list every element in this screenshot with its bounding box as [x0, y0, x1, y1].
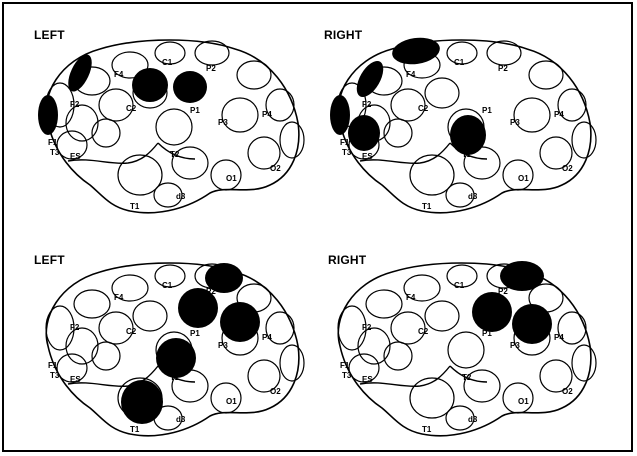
label-d3: d3: [468, 192, 478, 201]
label-p1: P1: [190, 106, 200, 115]
label-p1: P1: [190, 329, 200, 338]
label-t2: T2: [462, 150, 472, 159]
label-t1: T1: [422, 425, 432, 434]
label-c2: C2: [126, 104, 137, 113]
label-o2: O2: [270, 164, 281, 173]
label-t3: T3: [342, 371, 352, 380]
label-c2: C2: [418, 104, 429, 113]
label-o1: O1: [518, 397, 529, 406]
brain-outline: [338, 263, 591, 436]
label-p1: P1: [482, 106, 492, 115]
label-t2: T2: [170, 373, 180, 382]
label-f1: F1: [340, 138, 350, 147]
label-o2: O2: [562, 387, 573, 396]
label-f1: F1: [340, 361, 350, 370]
label-p4: P4: [262, 110, 272, 119]
label-c1: C1: [454, 58, 465, 67]
label-t2: T2: [170, 150, 180, 159]
label-p4: P4: [262, 333, 272, 342]
label-f2: F2: [362, 100, 372, 109]
label-p3: P3: [218, 118, 228, 127]
label-f4: F4: [406, 70, 416, 79]
label-c2: C2: [126, 327, 137, 336]
label-f2: F2: [70, 100, 80, 109]
label-o2: O2: [270, 387, 281, 396]
label-c2: C2: [418, 327, 429, 336]
label-p2: P2: [206, 64, 216, 73]
label-t3: T3: [50, 371, 60, 380]
label-t2: T2: [462, 373, 472, 382]
label-t3: T3: [342, 148, 352, 157]
brain-diagram-bottom-right: F1 F2 F4 C1 C2 P1 P2 P3 P4 T2 T1 T3 O1 O…: [322, 258, 612, 448]
label-f2: F2: [70, 323, 80, 332]
label-f1: F1: [48, 361, 58, 370]
label-es: ES: [70, 152, 81, 161]
label-c1: C1: [162, 281, 173, 290]
label-p1: P1: [482, 329, 492, 338]
label-c1: C1: [162, 58, 173, 67]
label-t1: T1: [130, 425, 140, 434]
label-c1: C1: [454, 281, 465, 290]
label-d3: d3: [468, 415, 478, 424]
label-p3: P3: [510, 341, 520, 350]
label-t1: T1: [130, 202, 140, 211]
label-t1: T1: [422, 202, 432, 211]
label-p3: P3: [510, 118, 520, 127]
brain-diagram-top-right: F1 F2 F4 C1 C2 P1 P2 P3 P4 T2 T1 T3 O1 O…: [322, 35, 612, 225]
label-p2: P2: [498, 64, 508, 73]
label-f4: F4: [406, 293, 416, 302]
brain-diagram-bottom-left: F1 F2 F4 C1 C2 P1 P2 P3 P4 T2 T1 T3 O1 O…: [30, 258, 320, 448]
label-o1: O1: [518, 174, 529, 183]
label-f1: F1: [48, 138, 58, 147]
label-es: ES: [362, 152, 373, 161]
label-o1: O1: [226, 174, 237, 183]
label-t3: T3: [50, 148, 60, 157]
label-p3: P3: [218, 341, 228, 350]
label-p4: P4: [554, 333, 564, 342]
label-es: ES: [362, 375, 373, 384]
label-f4: F4: [114, 70, 124, 79]
label-p4: P4: [554, 110, 564, 119]
brain-diagram-top-left: F1 F2 F4 C1 C2 P1 P2 P3 P4 T2 T1 T3 O1 O…: [30, 35, 320, 225]
label-d3: d3: [176, 192, 186, 201]
label-p2: P2: [206, 287, 216, 296]
label-d3: d3: [176, 415, 186, 424]
label-o2: O2: [562, 164, 573, 173]
label-es: ES: [70, 375, 81, 384]
label-f2: F2: [362, 323, 372, 332]
label-f4: F4: [114, 293, 124, 302]
label-p2: P2: [498, 287, 508, 296]
label-o1: O1: [226, 397, 237, 406]
